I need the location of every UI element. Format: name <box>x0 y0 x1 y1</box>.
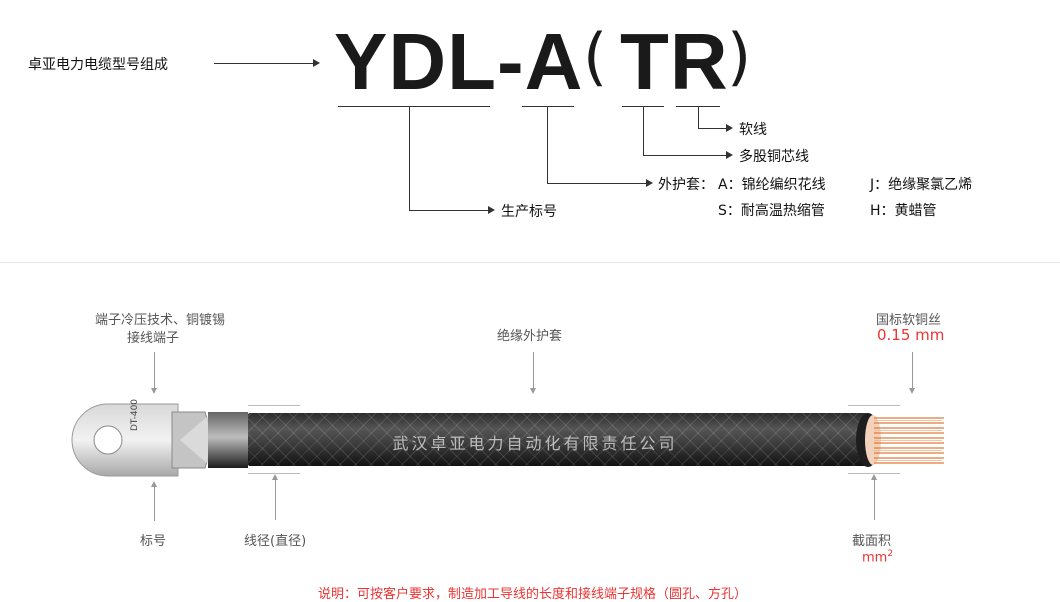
mark-label: 标号 <box>140 534 167 549</box>
model-code-sub: TR <box>620 17 729 106</box>
section-label: 截面积 <box>852 534 892 549</box>
section-unit-power: 2 <box>887 549 894 559</box>
terminal-pointer-arrow <box>151 388 157 394</box>
jacket-option-j: J：绝缘聚氯乙烯 <box>870 177 973 193</box>
connector-t-h <box>643 155 726 156</box>
diameter-pointer-line <box>275 480 276 520</box>
section-unit: mm2 <box>862 549 893 565</box>
underline-ydl <box>338 106 490 107</box>
copper-wire-label: 国标软铜丝 <box>876 313 942 328</box>
section-divider <box>0 262 1060 263</box>
cable-body <box>248 413 868 466</box>
copper-pointer-line <box>912 352 913 388</box>
company-print: 武汉卓亚电力自动化有限责任公司 <box>392 434 678 453</box>
connector-ydl-h <box>409 210 489 211</box>
model-composition-label: 卓亚电力电缆型号组成 <box>28 57 168 73</box>
connector-r-v <box>698 107 699 128</box>
connector-ydl-arrow <box>488 206 495 214</box>
connector-ydl-v <box>409 107 410 210</box>
section-unit-text: mm <box>862 550 888 566</box>
section-tick-top <box>848 405 900 406</box>
mark-pointer-arrow <box>151 481 157 487</box>
terminal-label: 接线端子 <box>127 331 180 346</box>
terminal-tech-label: 端子冷压技术、铜镀锡 <box>95 313 226 328</box>
diameter-pointer-arrow <box>272 474 278 480</box>
model-code-main: YDL-A <box>334 17 584 106</box>
section-tick-bottom <box>848 473 900 474</box>
jacket-pointer-arrow <box>530 388 536 394</box>
connector-t-v <box>643 107 644 155</box>
diameter-tick-top <box>248 405 300 406</box>
connector-r-arrow <box>726 124 733 132</box>
jacket-pointer-line <box>533 352 534 388</box>
underline-r <box>676 106 720 107</box>
connector-r-h <box>698 128 726 129</box>
diameter-tick-bottom <box>248 473 300 474</box>
jacket-option-a: A：锦纶编织花线 <box>718 177 826 193</box>
paren-open: ( <box>583 20 608 93</box>
mark-pointer-line <box>154 487 155 521</box>
connector-a-arrow <box>646 179 653 187</box>
soft-wire-label: 软线 <box>739 122 767 138</box>
production-mark-label: 生产标号 <box>501 204 557 220</box>
section-pointer-arrow <box>871 474 877 480</box>
label-arrow-line <box>214 63 314 64</box>
copper-pointer-arrow <box>909 388 915 394</box>
multi-strand-label: 多股铜芯线 <box>739 149 809 165</box>
connector-a-h <box>547 183 647 184</box>
label-arrow-head <box>313 59 320 67</box>
jacket-option-s: S：耐高温热缩管 <box>718 203 825 219</box>
copper-wire-spec: 0.15 mm <box>877 326 945 344</box>
section-pointer-line <box>874 480 875 520</box>
underline-a <box>522 106 574 107</box>
underline-t <box>622 106 664 107</box>
copper-strands <box>856 413 944 467</box>
diameter-label: 线径(直径) <box>244 534 307 549</box>
terminal-pointer-line <box>154 352 155 388</box>
terminal-lug <box>71 403 248 477</box>
connector-t-arrow <box>726 151 733 159</box>
jacket-type-label: 外护套： <box>658 177 714 193</box>
lug-stamp: DT-400 <box>130 398 140 431</box>
jacket-option-h: H：黄蜡管 <box>870 203 937 219</box>
paren-close: ) <box>727 20 752 93</box>
custom-note: 说明：可按客户要求，制造加工导线的长度和接线端子规格（圆孔、方孔） <box>318 587 748 602</box>
insulation-jacket-label: 绝缘外护套 <box>497 329 563 344</box>
connector-a-v <box>547 107 548 183</box>
